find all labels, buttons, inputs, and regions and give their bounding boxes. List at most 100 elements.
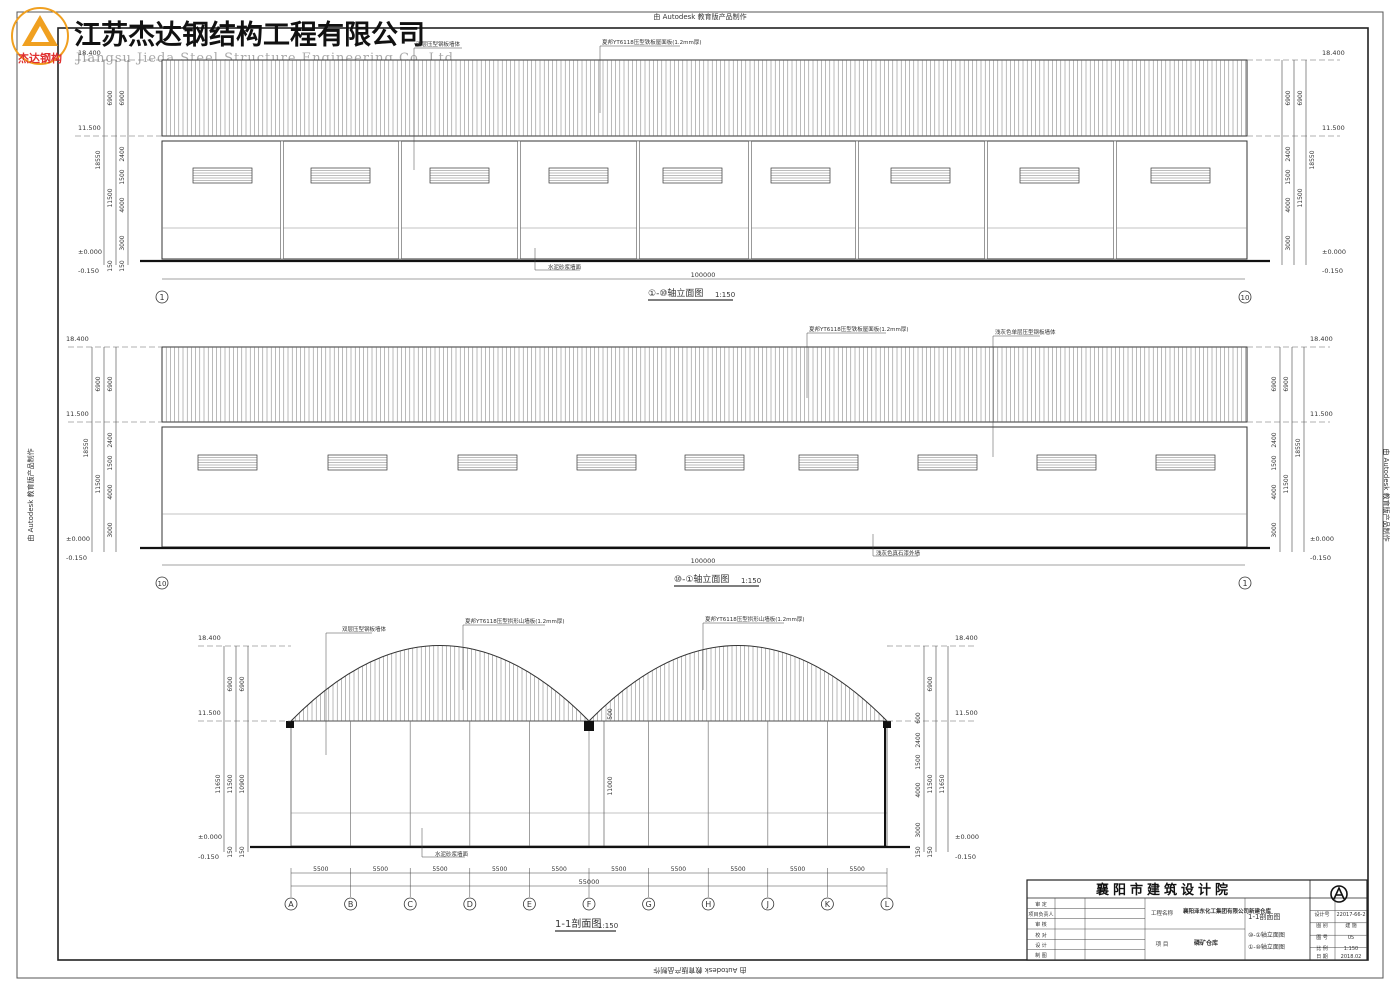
axis-bubble-2-left — [155, 576, 169, 590]
tb-project-label: 工程名称 — [1151, 909, 1174, 917]
elev2-dim-4000-r: 4000 — [1271, 484, 1278, 499]
sec-roof-note-left: 夏邦YT6118压型拱形山墙板(1.2mm厚) — [465, 617, 564, 625]
axis-label: E — [527, 900, 532, 909]
sec-dim-r-150-a: 150 — [915, 846, 922, 858]
louver-vent — [1155, 454, 1216, 471]
base-note-1: 水泥砂浆墙面 — [548, 263, 582, 271]
sec-dim-10900: 10900 — [239, 774, 246, 793]
tb-meta-label-4: 日 期 — [1316, 954, 1328, 960]
dim-150-a: 150 — [107, 260, 114, 272]
elev2-dim-6900-a: 6900 — [95, 376, 102, 391]
tb-meta-label-1: 图 别 — [1316, 922, 1328, 929]
title-block: 襄阳市建筑设计院 审 定 项目负责人 审 核 校 对 设 计 制 — [1026, 879, 1368, 961]
elev2-dim-6900-c: 6900 — [1271, 376, 1278, 391]
louver-vent — [327, 454, 388, 471]
sec-dim-11500: 11500 — [227, 774, 234, 793]
axis-label: J — [766, 900, 769, 909]
column — [280, 140, 284, 260]
tb-drawing-1: ⑩-①轴立面图 — [1248, 931, 1285, 939]
elevation-1-title: ①-⑩轴立面图 — [648, 287, 703, 299]
elevation-1: 6900 6900 18550 11500 2400 1500 4000 300… — [75, 38, 1346, 304]
tb-project-name: 襄阳泽东化工集团有限公司新建仓库 — [1182, 907, 1272, 915]
elev2-18400-l: 18.400 — [66, 335, 89, 343]
tb-item-name: 磷矿仓库 — [1194, 939, 1218, 947]
axis-label: L — [885, 900, 890, 909]
tb-meta-label-3: 比 例 — [1316, 945, 1328, 952]
inner-border — [57, 27, 1369, 961]
axis-bubble — [880, 897, 894, 911]
roof-ribs-2 — [165, 347, 1246, 422]
elev-18400-r: 18.400 — [1322, 49, 1345, 57]
roof-panel-1 — [161, 59, 1248, 137]
wall-note-2: 浅灰色单层压型钢板墙体 — [995, 328, 1056, 336]
arch-left — [290, 645, 590, 722]
elev2-dim-1500: 1500 — [107, 455, 114, 470]
elev2-dim-6900-d: 6900 — [1283, 376, 1290, 391]
institute-logo — [1330, 885, 1348, 903]
dim-2400: 2400 — [119, 146, 126, 161]
tb-drawing-2: ①-⑩轴立面图 — [1248, 943, 1285, 951]
elev2-neg-r: -0.150 — [1310, 554, 1331, 562]
dim-3000-r: 3000 — [1285, 235, 1292, 250]
bay-dim: 5500 — [552, 866, 567, 873]
tb-meta-value-2: 05 — [1348, 935, 1354, 941]
tb-item-label: 项 目 — [1156, 941, 1169, 948]
elev-neg-r: -0.150 — [1322, 267, 1343, 275]
elev2-18400-r: 18.400 — [1310, 335, 1333, 343]
tb-row-3: 校 对 — [1035, 932, 1047, 939]
vents-1 — [192, 167, 1211, 184]
axis-label: K — [825, 900, 831, 909]
louver-vent — [1036, 454, 1097, 471]
axis-label-2-right: 1 — [1242, 579, 1247, 588]
sec-elev-neg-l: -0.150 — [198, 853, 219, 861]
elev2-dim-11500-r: 11500 — [1283, 474, 1290, 493]
sec-dim-150-b: 150 — [239, 846, 246, 858]
axis-label: G — [645, 900, 651, 909]
sec-dim-11650: 11650 — [215, 774, 222, 793]
bay-dim: 5500 — [611, 866, 626, 873]
axis-label: C — [407, 900, 413, 909]
axis-bubble — [582, 897, 596, 911]
louver-vent — [770, 167, 831, 184]
bay-dim: 5500 — [432, 866, 447, 873]
column — [748, 140, 752, 260]
section-1-1: 6900 6900 11650 11500 10900 150 150 500 … — [198, 615, 979, 932]
roof-ribs-1 — [165, 60, 1246, 136]
louver-vent — [310, 167, 371, 184]
axis-bubble-2-right — [1238, 576, 1252, 590]
bay-dim: 5500 — [373, 866, 388, 873]
sec-dim-6900-b: 6900 — [239, 676, 246, 691]
louver-vent — [197, 454, 258, 471]
sec-dim-6900-a: 6900 — [227, 676, 234, 691]
wall-1 — [161, 140, 1248, 260]
tb-drawing-0: 1-1剖面图 — [1248, 912, 1280, 921]
dim-18550-r: 18550 — [1309, 150, 1316, 169]
roof-note-1: 夏邦YT6118压型铁板屋面板(1.2mm厚) — [602, 38, 701, 46]
bay-dim: 5500 — [313, 866, 328, 873]
elev2-dim-1500-r: 1500 — [1271, 455, 1278, 470]
dim-150-b: 150 — [119, 260, 126, 272]
axis-bubble — [642, 897, 655, 911]
louver-vent — [1019, 167, 1080, 184]
sec-dim-r-11500: 11500 — [927, 774, 934, 793]
sec-wall-note: 双层压型钢板墙体 — [342, 625, 387, 633]
louver-vent — [192, 167, 253, 184]
elev2-dim-4000: 4000 — [107, 484, 114, 499]
section-scale: 1:150 — [598, 922, 618, 930]
louver-vent — [798, 454, 859, 471]
elev-neg-l: -0.150 — [78, 267, 99, 275]
elev-11500-r: 11.500 — [1322, 124, 1345, 132]
elevation-2: 6900 6900 18550 11500 2400 1500 4000 300… — [66, 325, 1334, 590]
axis-bubble — [821, 897, 834, 911]
watermark-left: 由 Autodesk 教育版产品制作 — [26, 448, 35, 541]
louver-vent — [662, 167, 723, 184]
louver-vent — [457, 454, 518, 471]
elev-0-r: ±0.000 — [1322, 248, 1346, 256]
sec-roof-note-right: 夏邦YT6118压型拱形山墙板(1.2mm厚) — [705, 615, 804, 623]
bay-dim: 5500 — [730, 866, 745, 873]
base-note-2: 浅灰色真石漆外墙 — [876, 549, 921, 557]
total-dim-1: 100000 — [691, 271, 716, 279]
watermark-bottom: 由 Autodesk 教育版产品制作 — [653, 966, 746, 975]
